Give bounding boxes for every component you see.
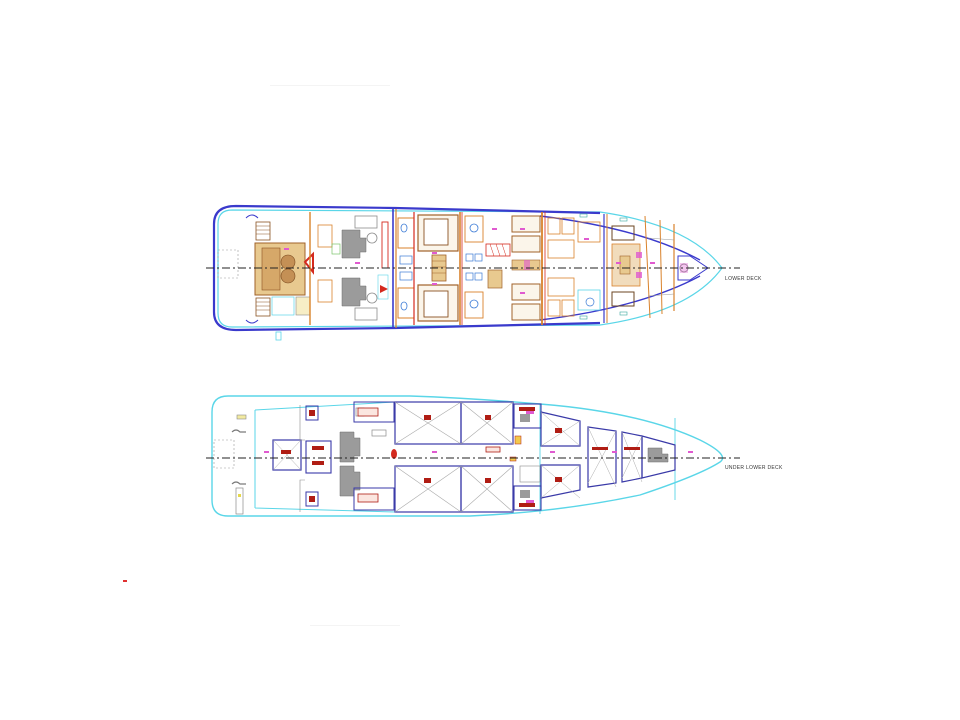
hull-inner-outline <box>217 209 723 328</box>
hull-outline <box>211 395 724 517</box>
faint-header-line <box>270 85 390 86</box>
lower-deck-label: LOWER DECK <box>725 276 762 282</box>
faint-footer-line <box>310 625 400 626</box>
under-lower-deck-label: UNDER LOWER DECK <box>725 465 783 471</box>
red-mark <box>123 580 127 582</box>
hull-outer-outline <box>212 204 601 332</box>
